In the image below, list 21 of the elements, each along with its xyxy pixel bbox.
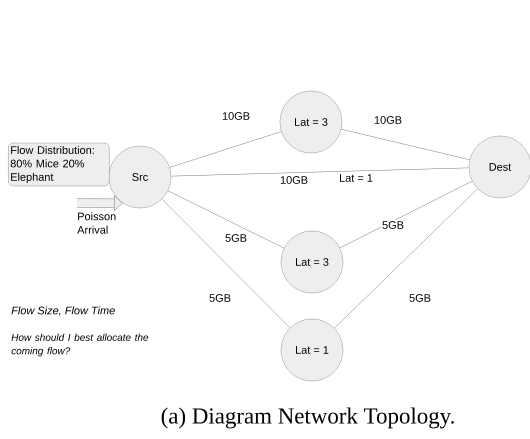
link-line [341, 128, 470, 160]
note-text: How should I best allocate the coming flow? [12, 334, 148, 356]
block-arrow [76, 195, 123, 211]
link-line [169, 131, 282, 168]
note-text: Lat = 1 [340, 174, 372, 182]
edge-label: 10GB [374, 116, 402, 124]
link-line [170, 168, 470, 176]
edge-label: 10GB [222, 112, 250, 120]
edge-label: 5GB [209, 294, 230, 302]
caption: (a) Diagram Network Topology. [162, 408, 454, 428]
link-line [340, 180, 472, 248]
link-line [168, 190, 284, 248]
note-text: Flow Size, Flow Time [12, 306, 115, 316]
note-text: Poisson Arrival [77, 212, 116, 234]
edge-label: 5GB [382, 221, 404, 229]
link-line [334, 188, 478, 328]
link-line [162, 198, 290, 328]
edge-label: 10GB [280, 176, 308, 184]
edge-label: 5GB [225, 234, 246, 242]
edge-label: 5GB [409, 294, 430, 302]
info-box: Flow Distribution: 80% Mice 20% Elephant [8, 142, 110, 186]
